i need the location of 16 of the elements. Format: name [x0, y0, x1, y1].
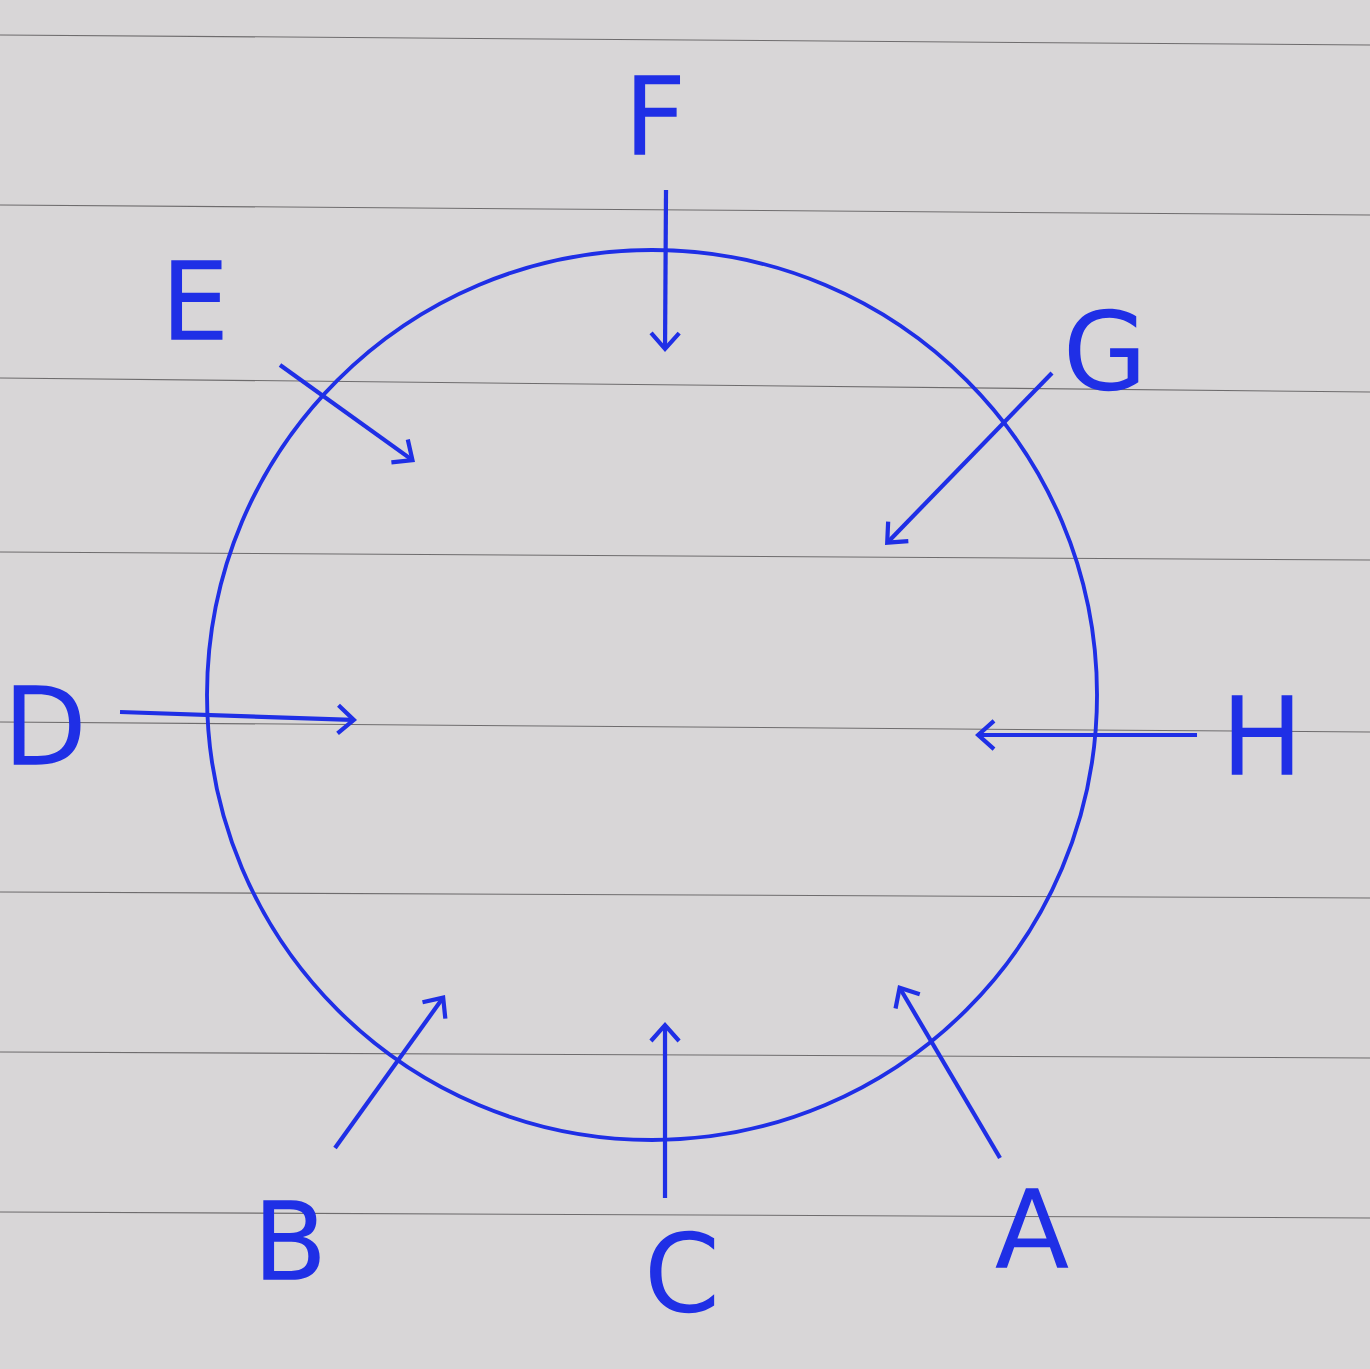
arrow: [885, 371, 1054, 545]
arrow: [649, 189, 681, 352]
letter-label: E: [171, 260, 223, 340]
arrow: [893, 985, 1002, 1160]
letter-label: D: [13, 685, 81, 765]
arrow: [333, 995, 448, 1150]
letter-label: F: [634, 75, 680, 155]
arrow: [119, 703, 357, 736]
letter-label: H: [1231, 695, 1293, 775]
letter-label: B: [263, 1200, 320, 1280]
letter-label: C: [650, 1230, 715, 1314]
arrow: [649, 1022, 681, 1198]
arrow: [278, 363, 415, 465]
letter-label: G: [1068, 308, 1139, 392]
letter-label: A: [995, 1188, 1069, 1268]
arrow: [975, 719, 1197, 751]
